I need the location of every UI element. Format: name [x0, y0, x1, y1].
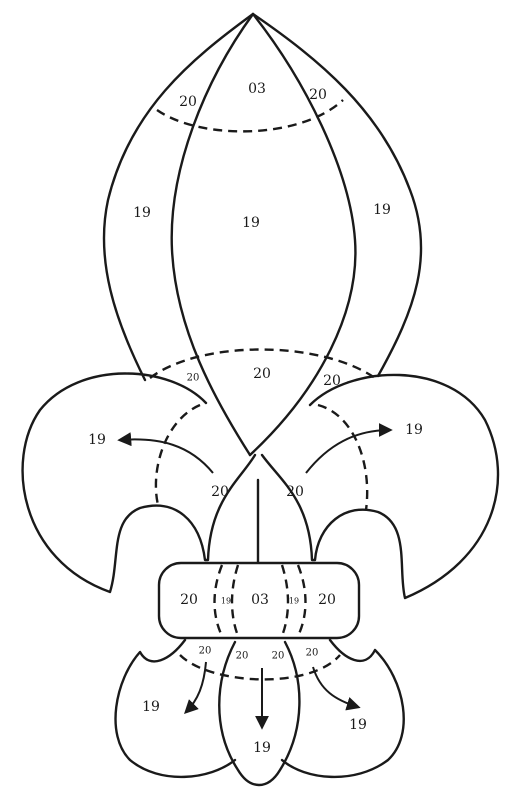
label-lower-center-left: 20: [236, 651, 249, 662]
label-mid-center: 20: [253, 366, 271, 382]
label-mid-left: 20: [187, 373, 200, 384]
center-leaf-right-edge: [248, 12, 357, 457]
label-mid-right: 20: [323, 373, 341, 389]
top-petal-outline: [102, 12, 255, 382]
right-arm-outline: [260, 373, 500, 600]
label-right-arm: 19: [405, 422, 423, 438]
right-arm-arrow: [305, 423, 393, 474]
center-band: [157, 561, 361, 640]
label-inner-left: 20: [211, 484, 229, 500]
label-band-right: 20: [318, 592, 336, 608]
band-dashed-2: [230, 564, 240, 637]
label-lower-center-petal: 19: [253, 740, 271, 756]
label-upper-left-petal: 19: [133, 205, 151, 221]
label-band-right-inner: 19: [289, 597, 299, 606]
top-dashed-seam: [156, 99, 344, 133]
label-left-arm: 19: [88, 432, 106, 448]
label-inner-right: 20: [286, 484, 304, 500]
label-band-left-inner: 19: [221, 597, 231, 606]
label-band-center: 03: [251, 592, 269, 608]
band-dashed-4: [296, 564, 307, 637]
lower-right-arrow: [312, 666, 361, 711]
label-band-left: 20: [180, 592, 198, 608]
lower-right-petal-outline: [280, 638, 405, 779]
lower-left-petal-outline: [114, 638, 237, 779]
label-top-tip: 03: [248, 81, 266, 97]
top-petal-outline-right: [251, 12, 423, 378]
label-lower-left-small: 20: [199, 646, 212, 657]
label-lower-center-right: 20: [272, 651, 285, 662]
label-lower-left-petal: 19: [142, 699, 160, 715]
lower-center-petal-outline: [218, 640, 301, 787]
center-leaf-left-edge: [170, 12, 255, 457]
label-lower-right-small: 20: [306, 648, 319, 659]
label-upper-center-petal: 19: [242, 215, 260, 231]
band-dashed-3: [280, 564, 290, 637]
left-arm-arrow: [117, 432, 214, 474]
label-upper-right-petal: 19: [373, 202, 391, 218]
label-top-left-tip: 20: [179, 94, 197, 110]
left-arm-outline: [21, 372, 257, 594]
label-lower-right-petal: 19: [349, 717, 367, 733]
lower-left-arrow: [184, 661, 207, 714]
lower-dashed-seam: [179, 654, 341, 681]
label-top-right-tip: 20: [309, 87, 327, 103]
band-dashed-1: [213, 564, 224, 637]
right-inner-dashed-loop: [317, 403, 369, 511]
